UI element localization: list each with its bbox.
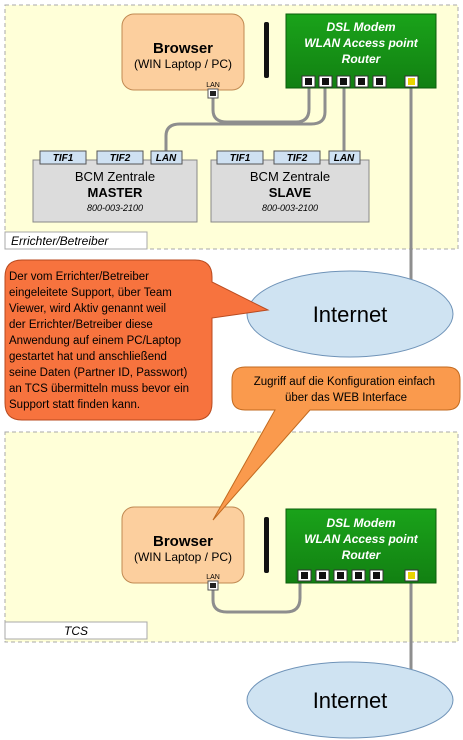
callout-orange-text: Zugriff auf die Konfiguration einfach üb… — [254, 376, 439, 404]
bcm-slave: TIF1 TIF2 LAN BCM Zentrale SLAVE 800-003… — [210, 150, 370, 223]
slave-port-tif2-label: TIF2 — [287, 153, 308, 164]
top-cables — [164, 83, 413, 287]
callout-red-line: gestartet hat und anschließend — [9, 351, 167, 363]
master-port-tif1 — [39, 150, 87, 165]
internet-label: Internet — [313, 688, 388, 713]
bcm-slave-line3: 800-003-2100 — [262, 203, 318, 213]
router-wan-socket — [408, 78, 415, 85]
router-port-row — [301, 75, 419, 88]
router-line2: WLAN Access point — [304, 36, 419, 50]
callout-red-line: Der vom Errichter/Betreiber — [9, 271, 149, 283]
callout-active-support: Der vom Errichter/Betreiber eingeleitete… — [4, 259, 270, 421]
lan-port-socket — [210, 91, 216, 96]
callout-orange-line: über das WEB Interface — [285, 392, 407, 404]
callout-red-line: Support statt finden kann. — [9, 399, 140, 411]
lan-port-label: LAN — [206, 574, 220, 581]
browser-box — [121, 506, 245, 584]
router-bottom: DSL Modem WLAN Access point Router — [264, 508, 437, 584]
master-port-tif1-label: TIF1 — [53, 153, 74, 164]
bottom-cables — [211, 581, 413, 677]
router-port-row — [297, 569, 419, 582]
top-zone-label-box — [4, 231, 148, 250]
browser-subtitle: (WIN Laptop / PC) — [134, 550, 232, 564]
browser-subtitle: (WIN Laptop / PC) — [134, 57, 232, 71]
master-port-tif2 — [96, 150, 144, 165]
slave-port-lan — [328, 150, 361, 165]
antenna-icon — [264, 22, 269, 78]
callout-orange-shape — [212, 366, 461, 521]
internet-cloud-bottom: Internet — [246, 661, 454, 739]
slave-port-tif1-label: TIF1 — [230, 153, 251, 164]
callout-red-text: Der vom Errichter/Betreiber eingeleitete… — [9, 271, 192, 411]
callout-red-line: eingeleitete Support, über Team — [9, 287, 172, 299]
internet-ellipse — [246, 270, 454, 358]
bottom-zone-label: TCS — [64, 624, 88, 638]
router-line1: DSL Modem — [326, 516, 395, 530]
router-lan-socket — [337, 572, 344, 579]
browser-box — [121, 13, 245, 91]
cable-browser-router-bottom — [211, 581, 302, 614]
internet-label: Internet — [313, 302, 388, 327]
router-lan-socket — [322, 78, 329, 85]
router-line1: DSL Modem — [326, 20, 395, 34]
slave-port-tif2 — [273, 150, 321, 165]
master-port-tif2-label: TIF2 — [110, 153, 131, 164]
browser-pc-top: Browser (WIN Laptop / PC) LAN — [121, 13, 245, 99]
bcm-master-box — [32, 159, 198, 223]
bcm-master-line2: MASTER — [88, 185, 144, 200]
bcm-master-line3: 800-003-2100 — [87, 203, 143, 213]
antenna-icon — [264, 517, 269, 573]
bcm-master: TIF1 TIF2 LAN BCM Zentrale MASTER 800-00… — [32, 150, 198, 223]
router-lan-socket — [301, 572, 308, 579]
callout-red-line: Viewer, wird Aktiv genannt weil — [9, 303, 166, 315]
slave-port-lan-label: LAN — [334, 153, 355, 164]
router-lan-socket — [355, 572, 362, 579]
router-line3: Router — [342, 548, 382, 562]
slave-port-tif1 — [216, 150, 264, 165]
router-lan-socket — [373, 572, 380, 579]
router-lan-socket — [305, 78, 312, 85]
router-wan-socket — [408, 572, 415, 579]
callout-red-line: der Errichter/Betreiber diese — [9, 319, 153, 331]
lan-port-socket — [210, 583, 216, 588]
callout-orange-line: Zugriff auf die Konfiguration einfach — [254, 376, 435, 388]
master-port-lan — [150, 150, 183, 165]
internet-cloud-top: Internet — [246, 270, 454, 358]
top-zone-label: Errichter/Betreiber — [11, 234, 109, 248]
callout-red-shape — [4, 259, 270, 421]
callout-web-interface: Zugriff auf die Konfiguration einfach üb… — [212, 366, 461, 521]
router-lan-socket — [340, 78, 347, 85]
internet-ellipse — [246, 661, 454, 739]
router-lan-socket — [319, 572, 326, 579]
browser-title: Browser — [153, 533, 213, 550]
cable-browser-router — [211, 83, 311, 124]
browser-title: Browser — [153, 40, 213, 57]
router-line2: WLAN Access point — [304, 532, 419, 546]
browser-pc-bottom: Browser (WIN Laptop / PC) LAN — [121, 506, 245, 591]
callout-red-line: an TCS übermitteln muss bevor ein — [9, 383, 189, 395]
bcm-slave-line2: SLAVE — [269, 185, 312, 200]
bcm-master-line1: BCM Zentrale — [75, 169, 155, 184]
bcm-slave-line1: BCM Zentrale — [250, 169, 330, 184]
callout-red-line: seine Daten (Partner ID, Passwort) — [9, 367, 187, 379]
cable-router-master — [164, 83, 327, 154]
master-port-lan-label: LAN — [156, 153, 177, 164]
bottom-zone-label-box — [4, 621, 148, 640]
router-lan-socket — [376, 78, 383, 85]
callout-red-line: Anwendung auf einem PC/Laptop — [9, 335, 181, 347]
router-lan-socket — [358, 78, 365, 85]
lan-port-label: LAN — [206, 82, 220, 89]
router-line3: Router — [342, 52, 382, 66]
router-top: DSL Modem WLAN Access point Router — [264, 13, 437, 89]
